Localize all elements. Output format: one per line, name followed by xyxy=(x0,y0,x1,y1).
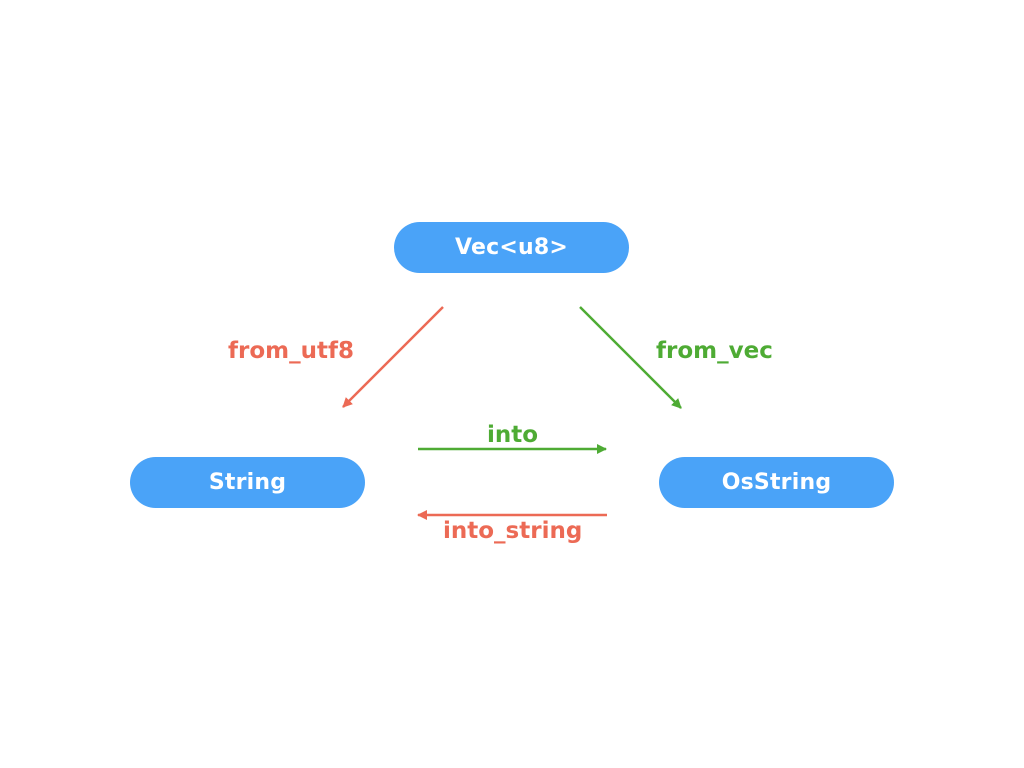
node-osstring: OsString xyxy=(659,457,894,508)
node-string-label: String xyxy=(208,470,287,495)
edge-label-into-string: into_string xyxy=(443,518,583,544)
edge-from-utf8-arrow xyxy=(342,306,444,408)
edge-label-from-utf8: from_utf8 xyxy=(228,338,354,364)
edge-label-into: into xyxy=(487,422,539,448)
node-osstring-label: OsString xyxy=(721,470,832,495)
edge-label-from-vec: from_vec xyxy=(656,338,773,364)
edge-from-vec-arrow xyxy=(579,306,682,409)
node-string: String xyxy=(130,457,365,508)
node-vec-u8: Vec<u8> xyxy=(394,222,629,273)
node-vec-u8-label: Vec<u8> xyxy=(454,235,569,260)
